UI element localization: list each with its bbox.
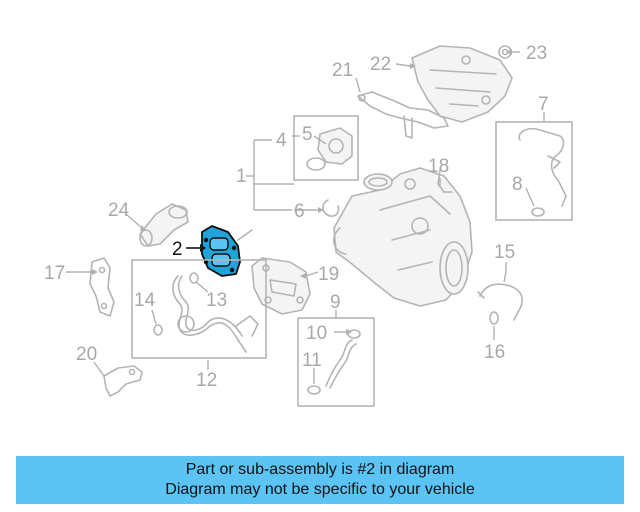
info-banner: Part or sub-assembly is #2 in diagram Di… xyxy=(16,456,624,504)
part-1-turbocharger xyxy=(333,167,473,307)
part-9-pipe xyxy=(325,339,357,389)
callout-1: 1 xyxy=(236,166,247,187)
callout-10: 10 xyxy=(306,323,327,344)
part-7-pipe xyxy=(518,127,567,207)
callout-17: 17 xyxy=(44,263,65,284)
stud-bolt xyxy=(237,229,253,241)
part-2-arrow xyxy=(186,244,206,252)
callout-7: 7 xyxy=(538,94,549,115)
callout-16: 16 xyxy=(484,342,505,363)
callout-2: 2 xyxy=(172,239,183,260)
part-14-washer xyxy=(153,324,163,336)
part-2-gasket xyxy=(201,225,241,277)
callout-12: 12 xyxy=(196,370,217,391)
callout-15: 15 xyxy=(494,242,515,263)
callout-6: 6 xyxy=(294,201,305,222)
callout-4: 4 xyxy=(276,130,287,151)
part-12-oil-line xyxy=(172,275,259,353)
part-19-cover xyxy=(251,257,311,315)
gasket-body xyxy=(201,225,241,277)
banner-line-2: Diagram may not be specific to your vehi… xyxy=(165,481,475,498)
part-17-bracket xyxy=(89,257,115,317)
part-22-heat-shield xyxy=(411,45,513,123)
callout-9: 9 xyxy=(330,292,341,313)
callout-22: 22 xyxy=(370,54,391,75)
part-13-washer xyxy=(189,272,199,284)
leader-arrowheads xyxy=(92,49,512,335)
part-4-seal xyxy=(306,157,326,171)
parts-diagram: 1 2 4 5 6 7 8 9 10 11 12 13 14 15 16 17 … xyxy=(44,43,573,407)
part-11-seal xyxy=(307,385,321,395)
part-18-hose xyxy=(437,169,453,193)
group-box-4-5 xyxy=(293,115,359,181)
part-15-pipe xyxy=(477,283,523,321)
callout-18: 18 xyxy=(428,156,449,177)
part-8-seal xyxy=(531,207,545,217)
part-16-seal xyxy=(489,311,499,325)
callout-24: 24 xyxy=(108,200,130,221)
group-box-7-8 xyxy=(495,121,573,221)
callout-5: 5 xyxy=(302,124,313,145)
part-5-housing xyxy=(317,127,353,165)
callout-19: 19 xyxy=(318,264,339,285)
callout-13: 13 xyxy=(206,290,227,311)
callout-23: 23 xyxy=(526,43,547,64)
callout-14: 14 xyxy=(134,290,156,311)
callout-8: 8 xyxy=(512,174,523,195)
part-20-bracket xyxy=(103,365,143,397)
callout-21: 21 xyxy=(332,60,353,81)
part-24-intake-hose xyxy=(139,203,189,247)
part-21-bracket xyxy=(357,91,449,139)
callout-20: 20 xyxy=(76,344,97,365)
callout-11: 11 xyxy=(302,350,322,371)
part-6-clamp xyxy=(322,199,340,217)
group-box-12 xyxy=(131,259,267,359)
leader-lines xyxy=(66,51,545,384)
banner-line-1: Part or sub-assembly is #2 in diagram xyxy=(185,461,455,478)
